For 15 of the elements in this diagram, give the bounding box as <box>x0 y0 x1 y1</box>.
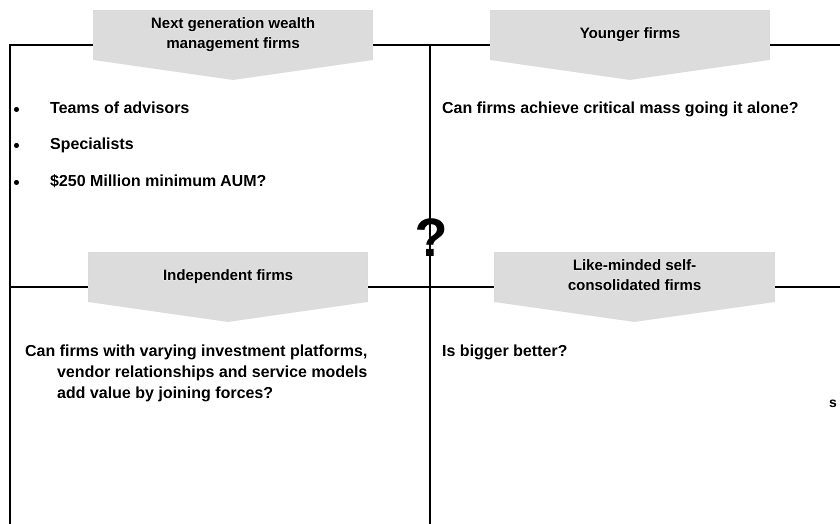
banner-arrow <box>494 252 775 322</box>
question-text: Can firms achieve critical mass going it alone? <box>442 99 800 119</box>
question-text: Is bigger better? <box>442 342 568 362</box>
banner-arrow <box>88 252 368 322</box>
bullet-text: Teams of advisors <box>50 99 190 119</box>
banner-heading: Younger firms <box>578 24 682 44</box>
banner-heading: Next generation wealth management firms <box>150 14 316 54</box>
question-text: Can firms with varying investment platforms, vendor relationships and service models add value by joining forces? <box>25 342 368 404</box>
banner-arrow <box>490 10 770 80</box>
bullet-text: $250 Million minimum AUM? <box>50 172 266 192</box>
bullet-text: Specialists <box>50 135 134 155</box>
banner-heading: Independent firms <box>162 266 294 286</box>
text-fragment: s <box>829 393 837 412</box>
banner-arrow <box>93 10 373 80</box>
banner-heading: Like-minded self-consolidated firms <box>566 256 702 296</box>
